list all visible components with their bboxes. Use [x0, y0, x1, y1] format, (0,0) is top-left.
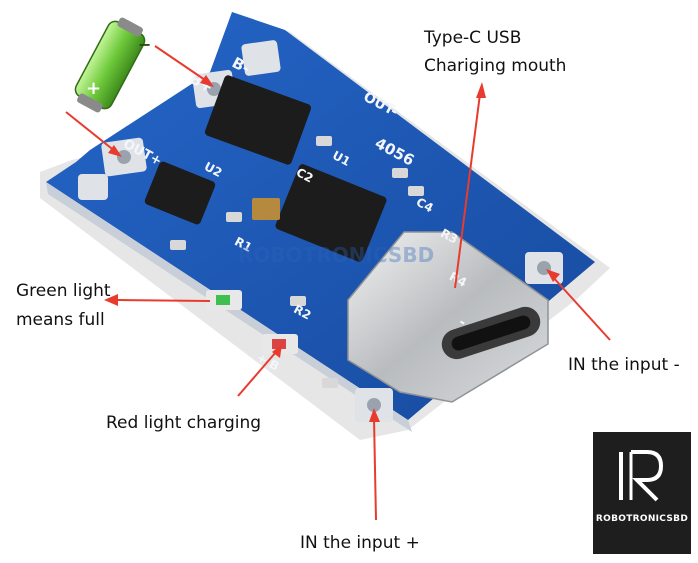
logo-mark-icon	[619, 450, 664, 502]
capacitor	[252, 198, 280, 220]
annotation-arrows	[65, 45, 611, 521]
battery-minus-label: −	[138, 35, 151, 54]
chip-u2	[144, 161, 216, 225]
watermark: ROBOTRONICSBD	[238, 243, 434, 267]
logo-brand-text: ROBOTRONICSBD	[595, 514, 689, 524]
label-green-line1: Green light	[16, 281, 111, 301]
battery-plus-label: +	[86, 78, 101, 99]
brand-logo: ROBOTRONICSBD	[593, 432, 691, 554]
label-type-c-line2: Chariging mouth	[424, 56, 567, 76]
label-red-light: Red light charging	[106, 413, 262, 433]
led-red	[262, 334, 298, 354]
label-in-minus: IN the input -	[568, 355, 680, 375]
battery-icon	[74, 17, 146, 113]
led-green	[206, 290, 242, 310]
chip-4056	[275, 164, 387, 262]
label-in-plus: IN the input +	[300, 533, 420, 553]
label-type-c-line1: Type-C USB	[424, 28, 522, 48]
chip-u1	[204, 75, 312, 165]
usb-c-connector	[347, 231, 549, 403]
label-green-line2: means full	[16, 310, 105, 330]
